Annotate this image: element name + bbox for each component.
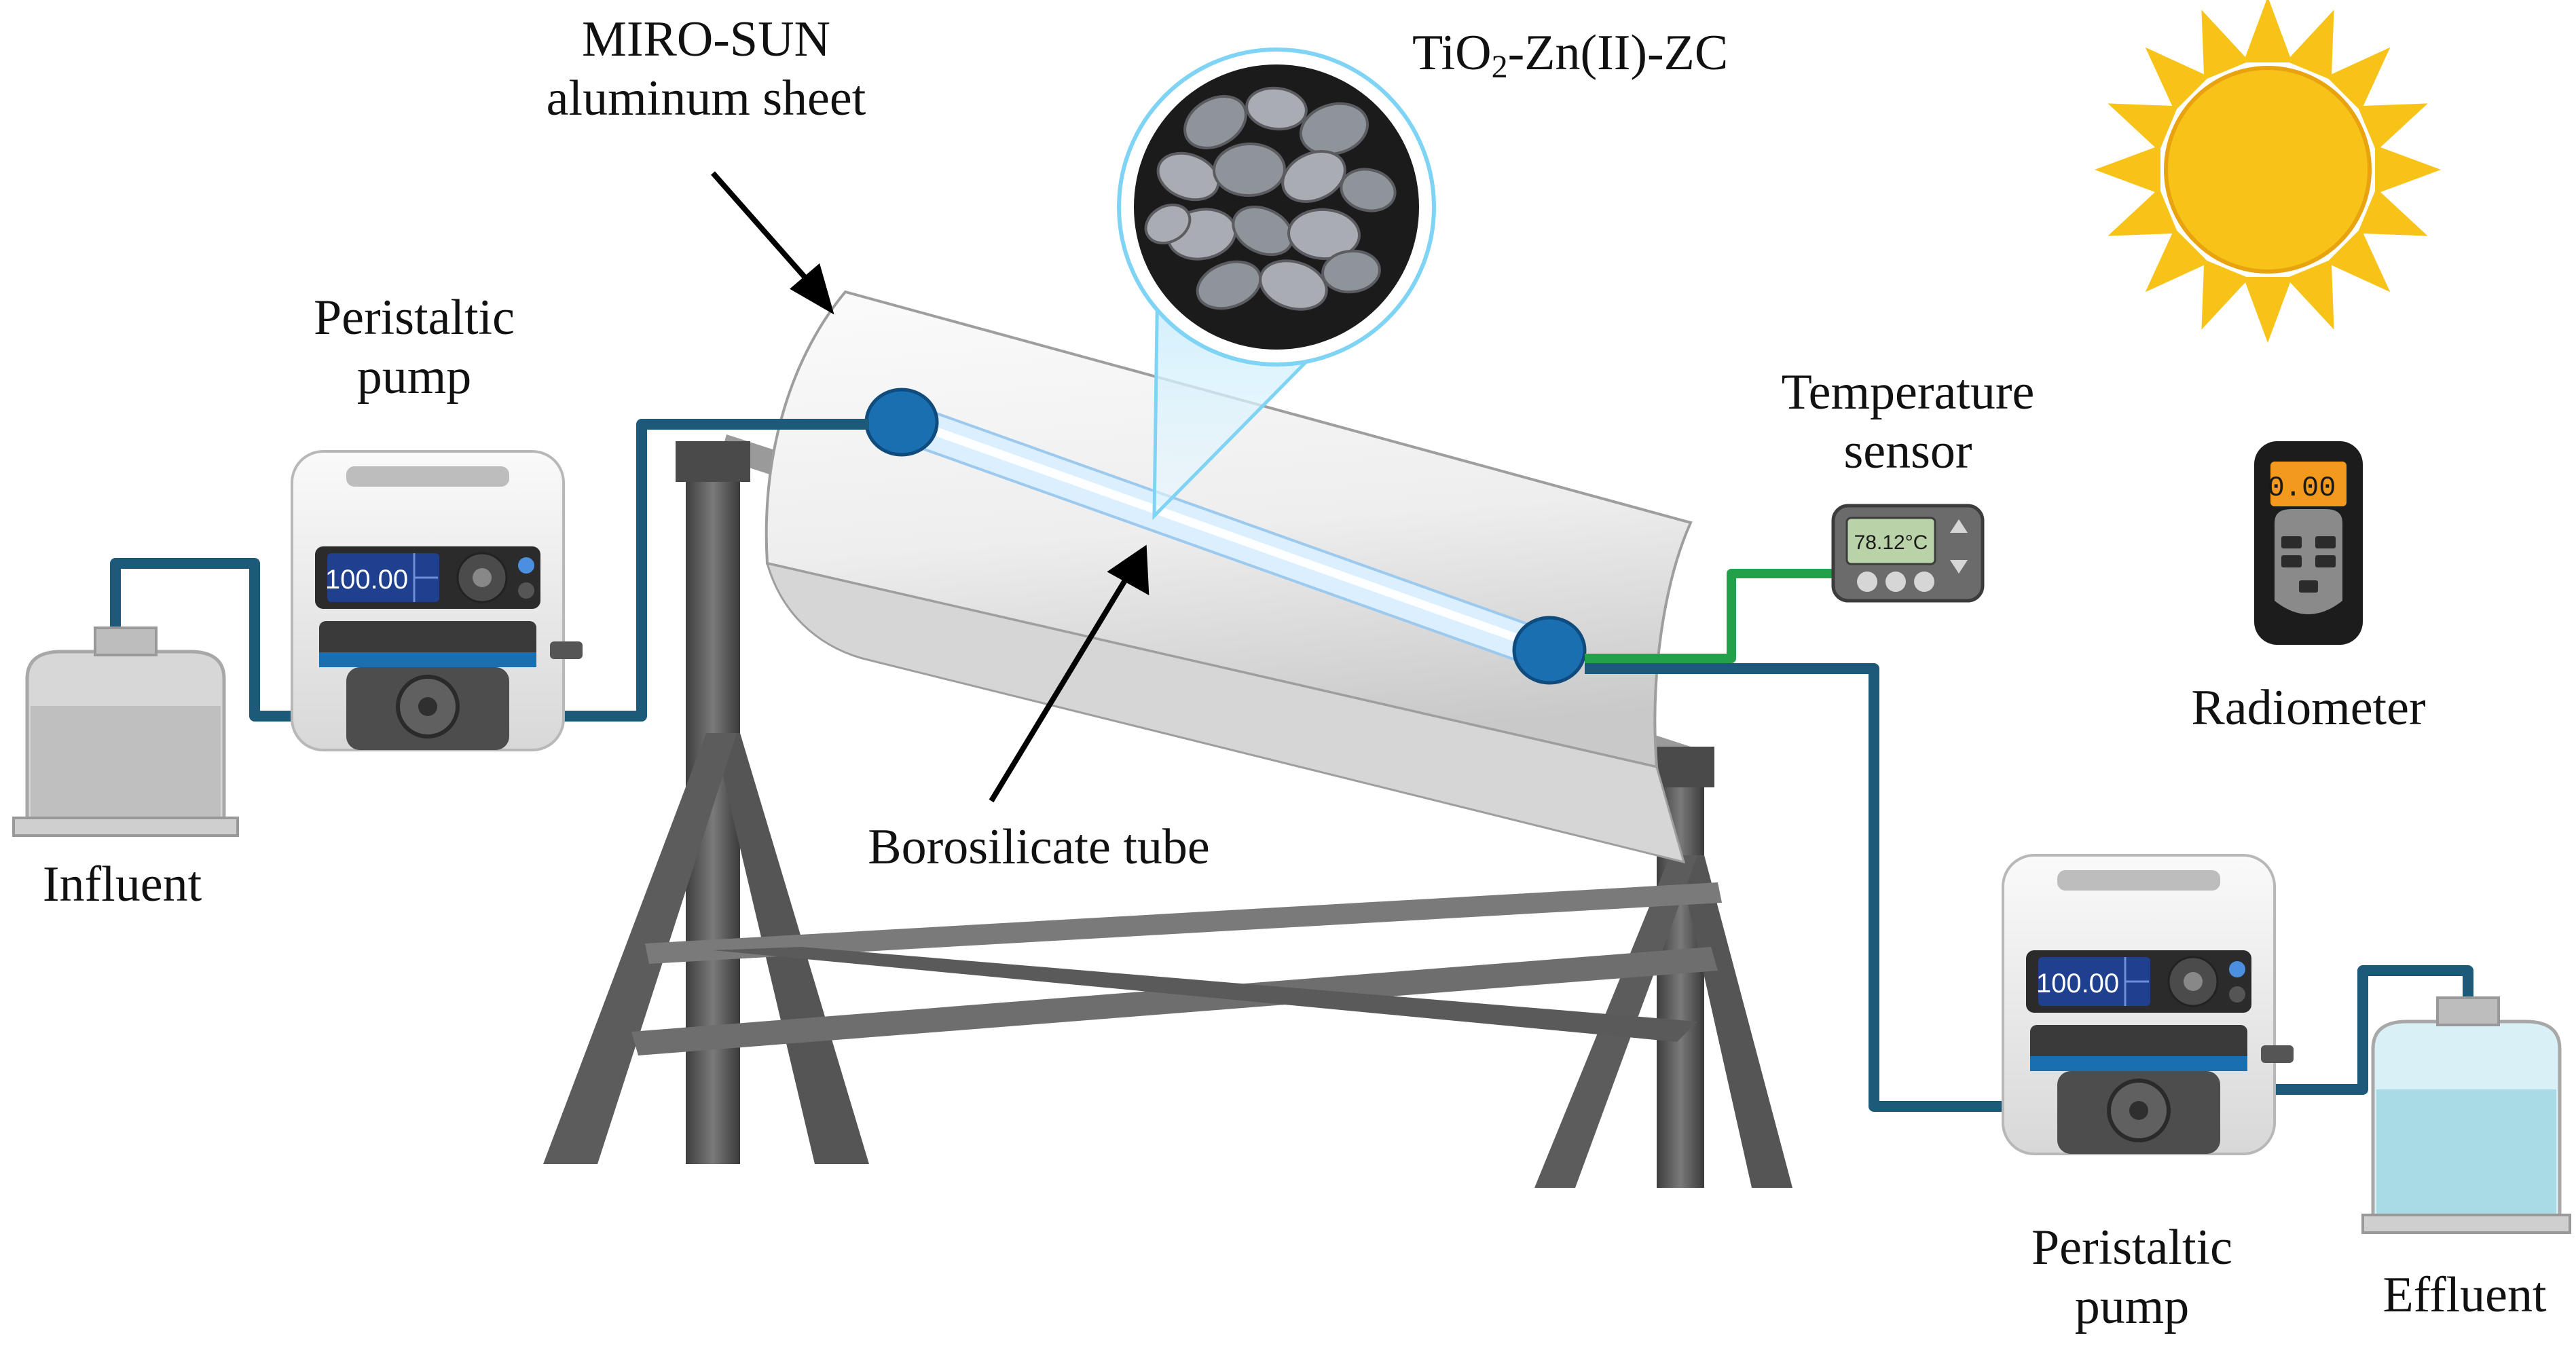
sun-ray — [2286, 10, 2334, 80]
sun-ray — [2326, 47, 2391, 111]
catalyst-rock — [1245, 86, 1308, 131]
catalyst-rock — [1321, 249, 1381, 294]
sun-ray — [2201, 10, 2249, 80]
label-catalyst: TiO2-Zn(II)-ZC — [1412, 24, 1728, 87]
arrow-sheet-head — [790, 263, 834, 315]
label-influent: Influent — [42, 857, 202, 912]
sun-ray — [2375, 145, 2441, 194]
catalyst-callout — [1117, 48, 1436, 521]
label-aluminum-sheet: MIRO-SUN aluminum sheet — [530, 10, 883, 129]
catalyst-rock — [1259, 259, 1328, 311]
pump-left-display: 100.00 — [325, 565, 408, 595]
label-pump-left: Peristaltic pump — [272, 288, 557, 407]
sun-ray — [2108, 188, 2178, 236]
catalyst-rock — [1281, 150, 1346, 203]
peristaltic-pump-left: 100.00 — [292, 451, 583, 750]
catalyst-rock — [1287, 208, 1361, 261]
sun-ray — [2357, 188, 2428, 236]
catalyst-rock — [1299, 102, 1369, 156]
tube-end-cap — [864, 388, 939, 457]
sun-ray — [2326, 228, 2391, 293]
tubing — [110, 419, 2473, 1112]
pointer-arrows — [711, 171, 1149, 803]
influent-tubing — [110, 558, 312, 722]
radiometer-readout: 0.00 — [2268, 472, 2336, 504]
borosilicate-tube — [864, 388, 1587, 685]
tube-to-pump-tubing — [1585, 663, 2003, 1112]
influent-container — [12, 627, 239, 837]
catalyst-rock — [1340, 168, 1397, 212]
sun-ray — [2243, 277, 2292, 343]
sun-ray — [2108, 103, 2178, 151]
label-radiometer: Radiometer — [2191, 680, 2426, 736]
catalyst-rock — [1213, 142, 1286, 198]
sun-icon — [2095, 0, 2441, 343]
label-pump-left-line2: pump — [356, 349, 472, 405]
label-borosilicate-tube: Borosilicate tube — [868, 819, 1210, 875]
label-effluent: Effluent — [2382, 1267, 2547, 1323]
sun-ray — [2145, 47, 2209, 111]
sun-ray — [2286, 259, 2334, 330]
label-pump-right: Peristaltic pump — [1989, 1218, 2275, 1337]
radiometer-device: 0.00 — [2254, 441, 2363, 645]
arrow-tube — [989, 575, 1130, 803]
temperature-readout: 78.12°C — [1854, 531, 1928, 554]
peristaltic-pump-right: 100.00 — [2003, 855, 2294, 1154]
sun-ray — [2201, 259, 2249, 330]
catalyst-rock — [1156, 151, 1220, 202]
effluent-container — [2361, 996, 2571, 1234]
label-pump-right-line2: pump — [2074, 1279, 2190, 1335]
sun-ray — [2145, 228, 2209, 293]
label-pump-left-line1: Peristaltic — [314, 290, 515, 345]
label-temperature-line1: Temperature — [1781, 364, 2035, 420]
pump-to-tube-tubing — [543, 419, 869, 722]
sun-ray — [2357, 103, 2428, 151]
sensor-cable — [1585, 569, 1833, 663]
tube-end-cap — [1512, 616, 1587, 685]
catalyst-rock — [1183, 95, 1247, 149]
catalyst-zn-zc: -Zn(II)-ZC — [1507, 25, 1729, 81]
catalyst-subscript: 2 — [1491, 49, 1508, 85]
label-temperature-line2: sensor — [1843, 424, 1972, 480]
temperature-sensor: 78.12°C — [1831, 504, 1985, 603]
sun-ray — [2095, 145, 2160, 194]
label-miro-sun: MIRO-SUN — [582, 12, 830, 67]
catalyst-rock — [1196, 260, 1262, 310]
label-temperature-sensor: Temperature sensor — [1731, 363, 2084, 482]
pump-right-display: 100.00 — [2036, 969, 2119, 998]
catalyst-rock — [1144, 203, 1192, 245]
effluent-tubing — [2261, 965, 2473, 1095]
arrow-sheet — [711, 171, 817, 291]
sun-ray — [2243, 0, 2292, 62]
arrow-tube-head — [1107, 544, 1149, 596]
label-aluminum-sheet-text: aluminum sheet — [546, 71, 866, 127]
label-pump-right-line1: Peristaltic — [2031, 1220, 2232, 1275]
catalyst-tio: TiO — [1412, 25, 1492, 81]
